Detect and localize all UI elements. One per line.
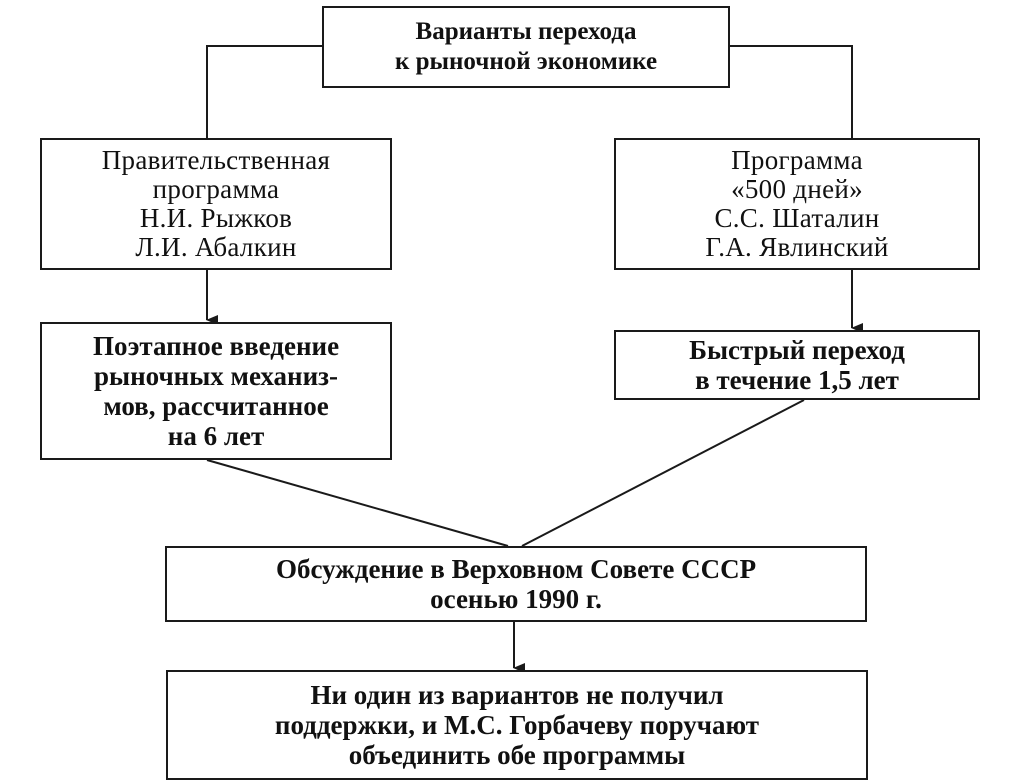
title-box: Варианты перехода к рыночной экономике [322, 6, 730, 88]
fast-transition-box: Быстрый переход в течение 1,5 лет [614, 330, 980, 400]
gradual-transition-line-3: мов, рассчитанное [103, 391, 329, 421]
government-program-box: Правительственная программа Н.И. Рыжков … [40, 138, 392, 270]
gradual-transition-line-1: Поэтапное введение [92, 331, 340, 361]
500-days-program-line-3: С.С. Шаталин [714, 203, 880, 233]
connector-left-result-to-discussion [206, 459, 509, 547]
gradual-transition-line-2: рыночных механиз- [93, 361, 338, 391]
supreme-soviet-discussion-box: Обсуждение в Верховном Совете СССР осень… [165, 546, 867, 622]
government-program-line-1: Правительственная [101, 145, 331, 175]
outcome-line-3: объединить обе программы [348, 740, 686, 770]
title-line-1: Варианты перехода [415, 18, 637, 45]
outcome-line-1: Ни один из вариантов не получил [310, 680, 724, 710]
title-line-2: к рыночной экономике [394, 48, 658, 75]
500-days-program-box: Программа «500 дней» С.С. Шаталин Г.А. Я… [614, 138, 980, 270]
500-days-program-line-1: Программа [731, 145, 863, 175]
discussion-line-2: осенью 1990 г. [430, 584, 602, 614]
outcome-line-2: поддержки, и М.С. Горбачеву поручают [274, 710, 760, 740]
government-program-line-3: Н.И. Рыжков [139, 203, 293, 233]
500-days-program-line-2: «500 дней» [731, 174, 863, 204]
fast-transition-line-1: Быстрый переход [689, 335, 905, 365]
connector-title-to-right-program [730, 45, 853, 138]
connector-title-to-left-program [206, 45, 322, 138]
government-program-line-4: Л.И. Абалкин [135, 232, 297, 262]
outcome-box: Ни один из вариантов не получил поддержк… [166, 670, 868, 780]
500-days-program-line-4: Г.А. Явлинский [705, 232, 889, 262]
connector-right-result-to-discussion [521, 399, 805, 547]
government-program-line-2: программа [152, 174, 280, 204]
discussion-line-1: Обсуждение в Верховном Совете СССР [275, 554, 757, 584]
gradual-transition-box: Поэтапное введение рыночных механиз- мов… [40, 322, 392, 460]
gradual-transition-line-4: на 6 лет [167, 421, 265, 451]
fast-transition-line-2: в течение 1,5 лет [695, 365, 899, 395]
